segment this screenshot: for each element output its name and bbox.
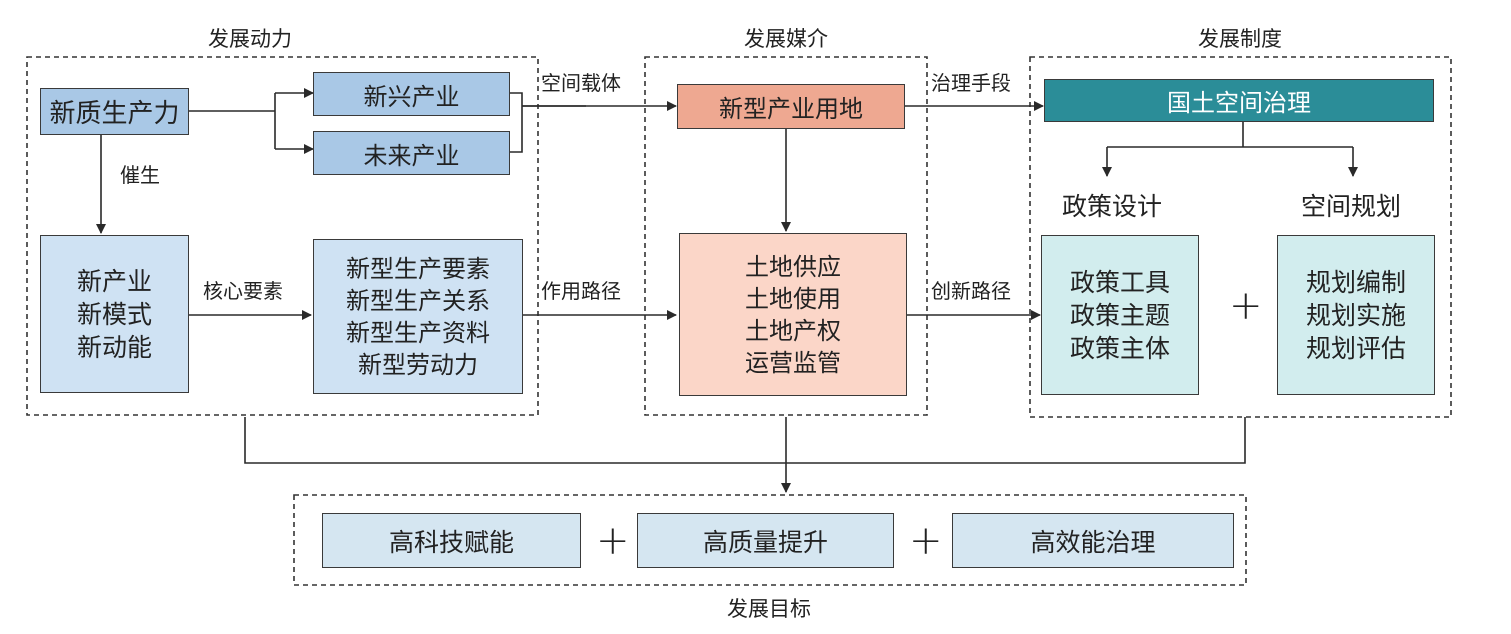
system-frame bbox=[1029, 56, 1452, 418]
goal-tech-empowerment: 高科技赋能 bbox=[322, 513, 581, 568]
planning-item: 规划编制 bbox=[1305, 267, 1406, 297]
policy-items-box: 政策工具 政策主题 政策主体 bbox=[1041, 235, 1199, 395]
spatial-planning-label: 空间规划 bbox=[1301, 192, 1402, 221]
new-item: 新动能 bbox=[76, 332, 152, 362]
policy-item: 政策主题 bbox=[1069, 300, 1170, 330]
factor-item: 新型生产要素 bbox=[346, 254, 490, 283]
factors-box: 新型生产要素 新型生产关系 新型生产资料 新型劳动力 bbox=[313, 239, 523, 394]
catalyze-label: 催生 bbox=[120, 163, 160, 187]
policy-item: 政策主体 bbox=[1069, 333, 1170, 363]
action-path-label: 作用路径 bbox=[541, 279, 621, 303]
land-item: 土地产权 bbox=[745, 316, 841, 345]
new-industrial-land-box: 新型产业用地 bbox=[677, 84, 905, 129]
connector-governance-split bbox=[1107, 122, 1353, 148]
plus-sign: + bbox=[1229, 283, 1263, 329]
planning-items-box: 规划编制 规划实施 规划评估 bbox=[1277, 235, 1435, 395]
section-title-dynamics: 发展动力 bbox=[208, 27, 292, 51]
goal-efficient-governance: 高效能治理 bbox=[952, 513, 1234, 568]
land-item: 运营监管 bbox=[745, 348, 841, 377]
factor-item: 新型生产资料 bbox=[346, 318, 490, 347]
planning-item: 规划实施 bbox=[1305, 300, 1406, 330]
plus-sign: + bbox=[909, 518, 943, 564]
connector-bottom-merge bbox=[244, 417, 1246, 464]
governance-means-label: 治理手段 bbox=[931, 71, 1011, 95]
goal-quality-improvement: 高质量提升 bbox=[637, 513, 894, 568]
productivity-box: 新质生产力 bbox=[40, 88, 189, 135]
land-item: 土地使用 bbox=[745, 284, 841, 313]
core-elements-label: 核心要素 bbox=[203, 279, 283, 303]
new-items-box: 新产业 新模式 新动能 bbox=[40, 235, 189, 393]
factor-item: 新型劳动力 bbox=[358, 350, 478, 379]
policy-item: 政策工具 bbox=[1069, 267, 1170, 297]
land-item: 土地供应 bbox=[745, 252, 841, 281]
space-carrier-label: 空间载体 bbox=[541, 71, 621, 95]
future-industry-box: 未来产业 bbox=[313, 131, 510, 175]
section-title-goals: 发展目标 bbox=[727, 597, 811, 621]
new-item: 新模式 bbox=[76, 299, 152, 329]
innovation-path-label: 创新路径 bbox=[931, 279, 1011, 303]
dynamics-frame bbox=[26, 56, 539, 416]
section-title-medium: 发展媒介 bbox=[744, 27, 828, 51]
policy-design-label: 政策设计 bbox=[1062, 192, 1163, 221]
section-title-system: 发展制度 bbox=[1198, 27, 1282, 51]
connector-productivity-split bbox=[188, 93, 276, 149]
plus-sign: + bbox=[596, 518, 630, 564]
planning-item: 规划评估 bbox=[1305, 333, 1406, 363]
factor-item: 新型生产关系 bbox=[346, 286, 490, 315]
new-item: 新产业 bbox=[76, 266, 152, 296]
territorial-governance-box: 国土空间治理 bbox=[1044, 79, 1434, 122]
connector-industry-bracket bbox=[510, 92, 586, 153]
medium-frame bbox=[644, 56, 928, 416]
land-items-box: 土地供应 土地使用 土地产权 运营监管 bbox=[679, 233, 907, 396]
emerging-industry-box: 新兴产业 bbox=[313, 72, 510, 116]
goals-frame bbox=[293, 494, 1247, 586]
